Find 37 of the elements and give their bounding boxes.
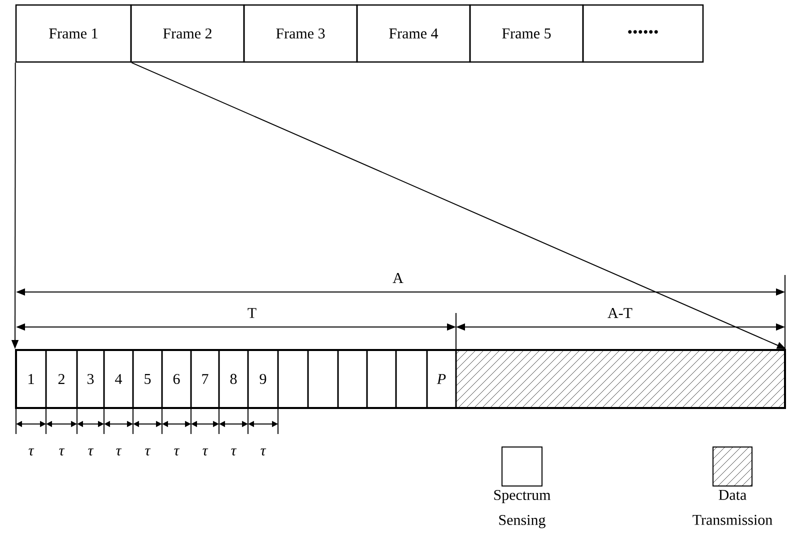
- dimension-label: τ: [116, 448, 122, 456]
- empty-slot: [277, 349, 309, 409]
- frame-cell: ••••••: [582, 4, 704, 63]
- empty-slot: [337, 349, 368, 409]
- slot-cell: 9: [247, 349, 279, 409]
- dimension-label: τ: [88, 448, 94, 456]
- dimension-label: τ: [202, 448, 208, 456]
- frame-bar: [15, 349, 786, 409]
- dimension-label: τ: [59, 448, 65, 456]
- dimension-label: τ: [145, 448, 151, 456]
- frame-cell: Frame 4: [356, 4, 471, 63]
- slot-cell: 8: [218, 349, 249, 409]
- legend-label: Data Transmission: [692, 490, 772, 525]
- dimension-label: A: [392, 273, 404, 283]
- slot-cell: 2: [45, 349, 78, 409]
- frame-cell: Frame 1: [15, 4, 132, 63]
- dimension-label: τ: [28, 448, 34, 456]
- empty-slot: [366, 349, 397, 409]
- slot-cell: 7: [190, 349, 220, 409]
- frame-cell: Frame 5: [469, 4, 584, 63]
- dimension-label: τ: [260, 448, 266, 456]
- dimension-label: τ: [174, 448, 180, 456]
- legend-label: Spectrum Sensing: [494, 490, 551, 528]
- dimension-label: τ: [231, 448, 237, 456]
- empty-slot: [307, 349, 339, 409]
- slot-cell: 3: [76, 349, 105, 409]
- slot-cell: 1: [15, 349, 47, 409]
- slot-cell: P: [426, 349, 457, 409]
- transmission-box: [455, 349, 786, 409]
- frame-cell: Frame 3: [243, 4, 358, 63]
- slot-cell: 4: [103, 349, 134, 409]
- dimension-label: T: [248, 308, 256, 318]
- dimension-label: A-T: [608, 308, 632, 318]
- slot-cell: 6: [161, 349, 192, 409]
- frame-cell: Frame 2: [130, 4, 245, 63]
- empty-slot: [395, 349, 428, 409]
- slot-cell: 5: [132, 349, 163, 409]
